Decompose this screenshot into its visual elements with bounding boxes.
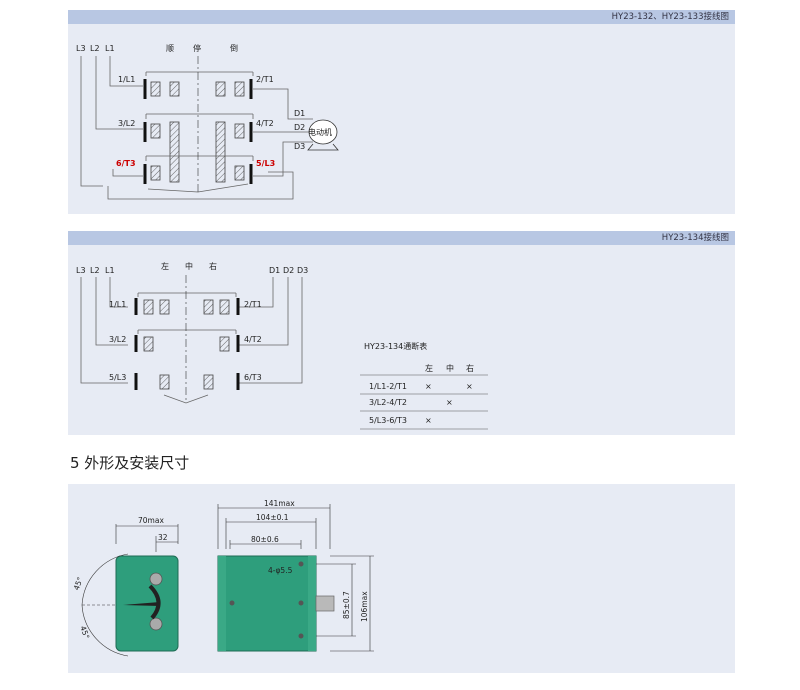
line-label-l2: L2 [90,44,100,53]
panel-header: HY23-134接线图 [68,231,735,245]
svg-text:中: 中 [446,363,454,373]
wiring-diagram-132-133: L3 L2 L1 顺 停 倒 1/L1 3/L2 6/T3 [76,43,339,200]
motor-wire-d1: D1 [294,109,305,118]
svg-text:3/L2: 3/L2 [109,335,126,344]
panel-header: HY23-132、HY23-133接线图 [68,10,735,24]
position-label-2: 停 [193,43,201,53]
line-label-l1: L1 [105,44,115,53]
position-label-1: 顺 [166,44,174,53]
svg-text:6/T3: 6/T3 [244,373,262,382]
dimension-drawing: 70max 32 45° 45° 141max 104±0.1 80±0.6 4… [72,499,374,657]
svg-text:4-φ5.5: 4-φ5.5 [268,566,293,575]
return-wire [107,171,294,200]
line-label-l3: L3 [76,44,86,53]
svg-text:70max: 70max [138,516,164,525]
svg-text:5/L3-6/T3: 5/L3-6/T3 [369,416,407,425]
section-title: 5 外形及安装尺寸 [70,454,190,472]
svg-text:80±0.6: 80±0.6 [251,535,279,544]
terminal-1-l1: 1/L1 [118,75,135,84]
svg-text:85±0.7: 85±0.7 [342,591,351,619]
svg-text:32: 32 [158,533,168,542]
motor-label: 电动机 [308,127,332,137]
side-view: 70max 32 45° 45° [72,516,179,657]
svg-text:D2: D2 [283,266,294,275]
terminal-4-t2: 4/T2 [256,119,274,128]
terminal-2-t1: 2/T1 [256,75,274,84]
svg-text:106max: 106max [360,591,369,622]
svg-text:2/T1: 2/T1 [244,300,262,309]
svg-text:×: × [425,382,432,391]
svg-text:L2: L2 [90,266,100,275]
svg-text:×: × [466,382,473,391]
svg-text:×: × [446,398,453,407]
svg-text:141max: 141max [264,499,295,508]
wiring-diagram-134: L3 L2 L1 左 中 右 D1 D2 D3 1/L1 3/L2 5/L3 2… [76,261,488,430]
front-view: 141max 104±0.1 80±0.6 4-φ5.5 85±0.7 106m… [217,499,374,652]
wiring-panel-134: HY23-134接线图 L3 L2 L1 左 中 右 D1 D2 D3 1/L1… [68,231,735,435]
svg-text:中: 中 [185,261,193,271]
wiring-panel-132-133: HY23-132、HY23-133接线图 L3 L2 L1 顺 停 倒 1/L1… [68,10,735,214]
terminal-5-l3: 5/L3 [256,159,275,168]
motor-wire-d2: D2 [294,123,305,132]
svg-text:D3: D3 [297,266,308,275]
svg-text:×: × [425,416,432,425]
svg-text:5/L3: 5/L3 [109,373,126,382]
svg-text:左: 左 [161,261,169,271]
on-off-table: HY23-134通断表 左 中 右 1/L1-2/T1 × × 3/L2-4/T… [360,341,488,430]
terminal-6-t3: 6/T3 [116,159,136,168]
svg-text:104±0.1: 104±0.1 [256,513,289,522]
svg-text:右: 右 [209,261,217,271]
svg-text:D1: D1 [269,266,280,275]
dimensions-panel: 70max 32 45° 45° 141max 104±0.1 80±0.6 4… [68,484,735,673]
supply-wires [80,56,143,187]
svg-text:45°: 45° [72,576,85,592]
svg-text:1/L1-2/T1: 1/L1-2/T1 [369,382,407,391]
terminal-3-l2: 3/L2 [118,119,135,128]
svg-text:3/L2-4/T2: 3/L2-4/T2 [369,398,407,407]
svg-text:L3: L3 [76,266,86,275]
svg-text:1/L1: 1/L1 [109,300,126,309]
svg-text:左: 左 [425,363,433,373]
svg-text:45°: 45° [78,625,91,641]
position-label-3: 倒 [230,43,238,53]
svg-text:4/T2: 4/T2 [244,335,262,344]
svg-text:右: 右 [466,363,474,373]
motor-wire-d3: D3 [294,142,305,151]
svg-text:HY23-134通断表: HY23-134通断表 [364,341,427,351]
svg-text:L1: L1 [105,266,115,275]
motor-icon [308,119,338,145]
